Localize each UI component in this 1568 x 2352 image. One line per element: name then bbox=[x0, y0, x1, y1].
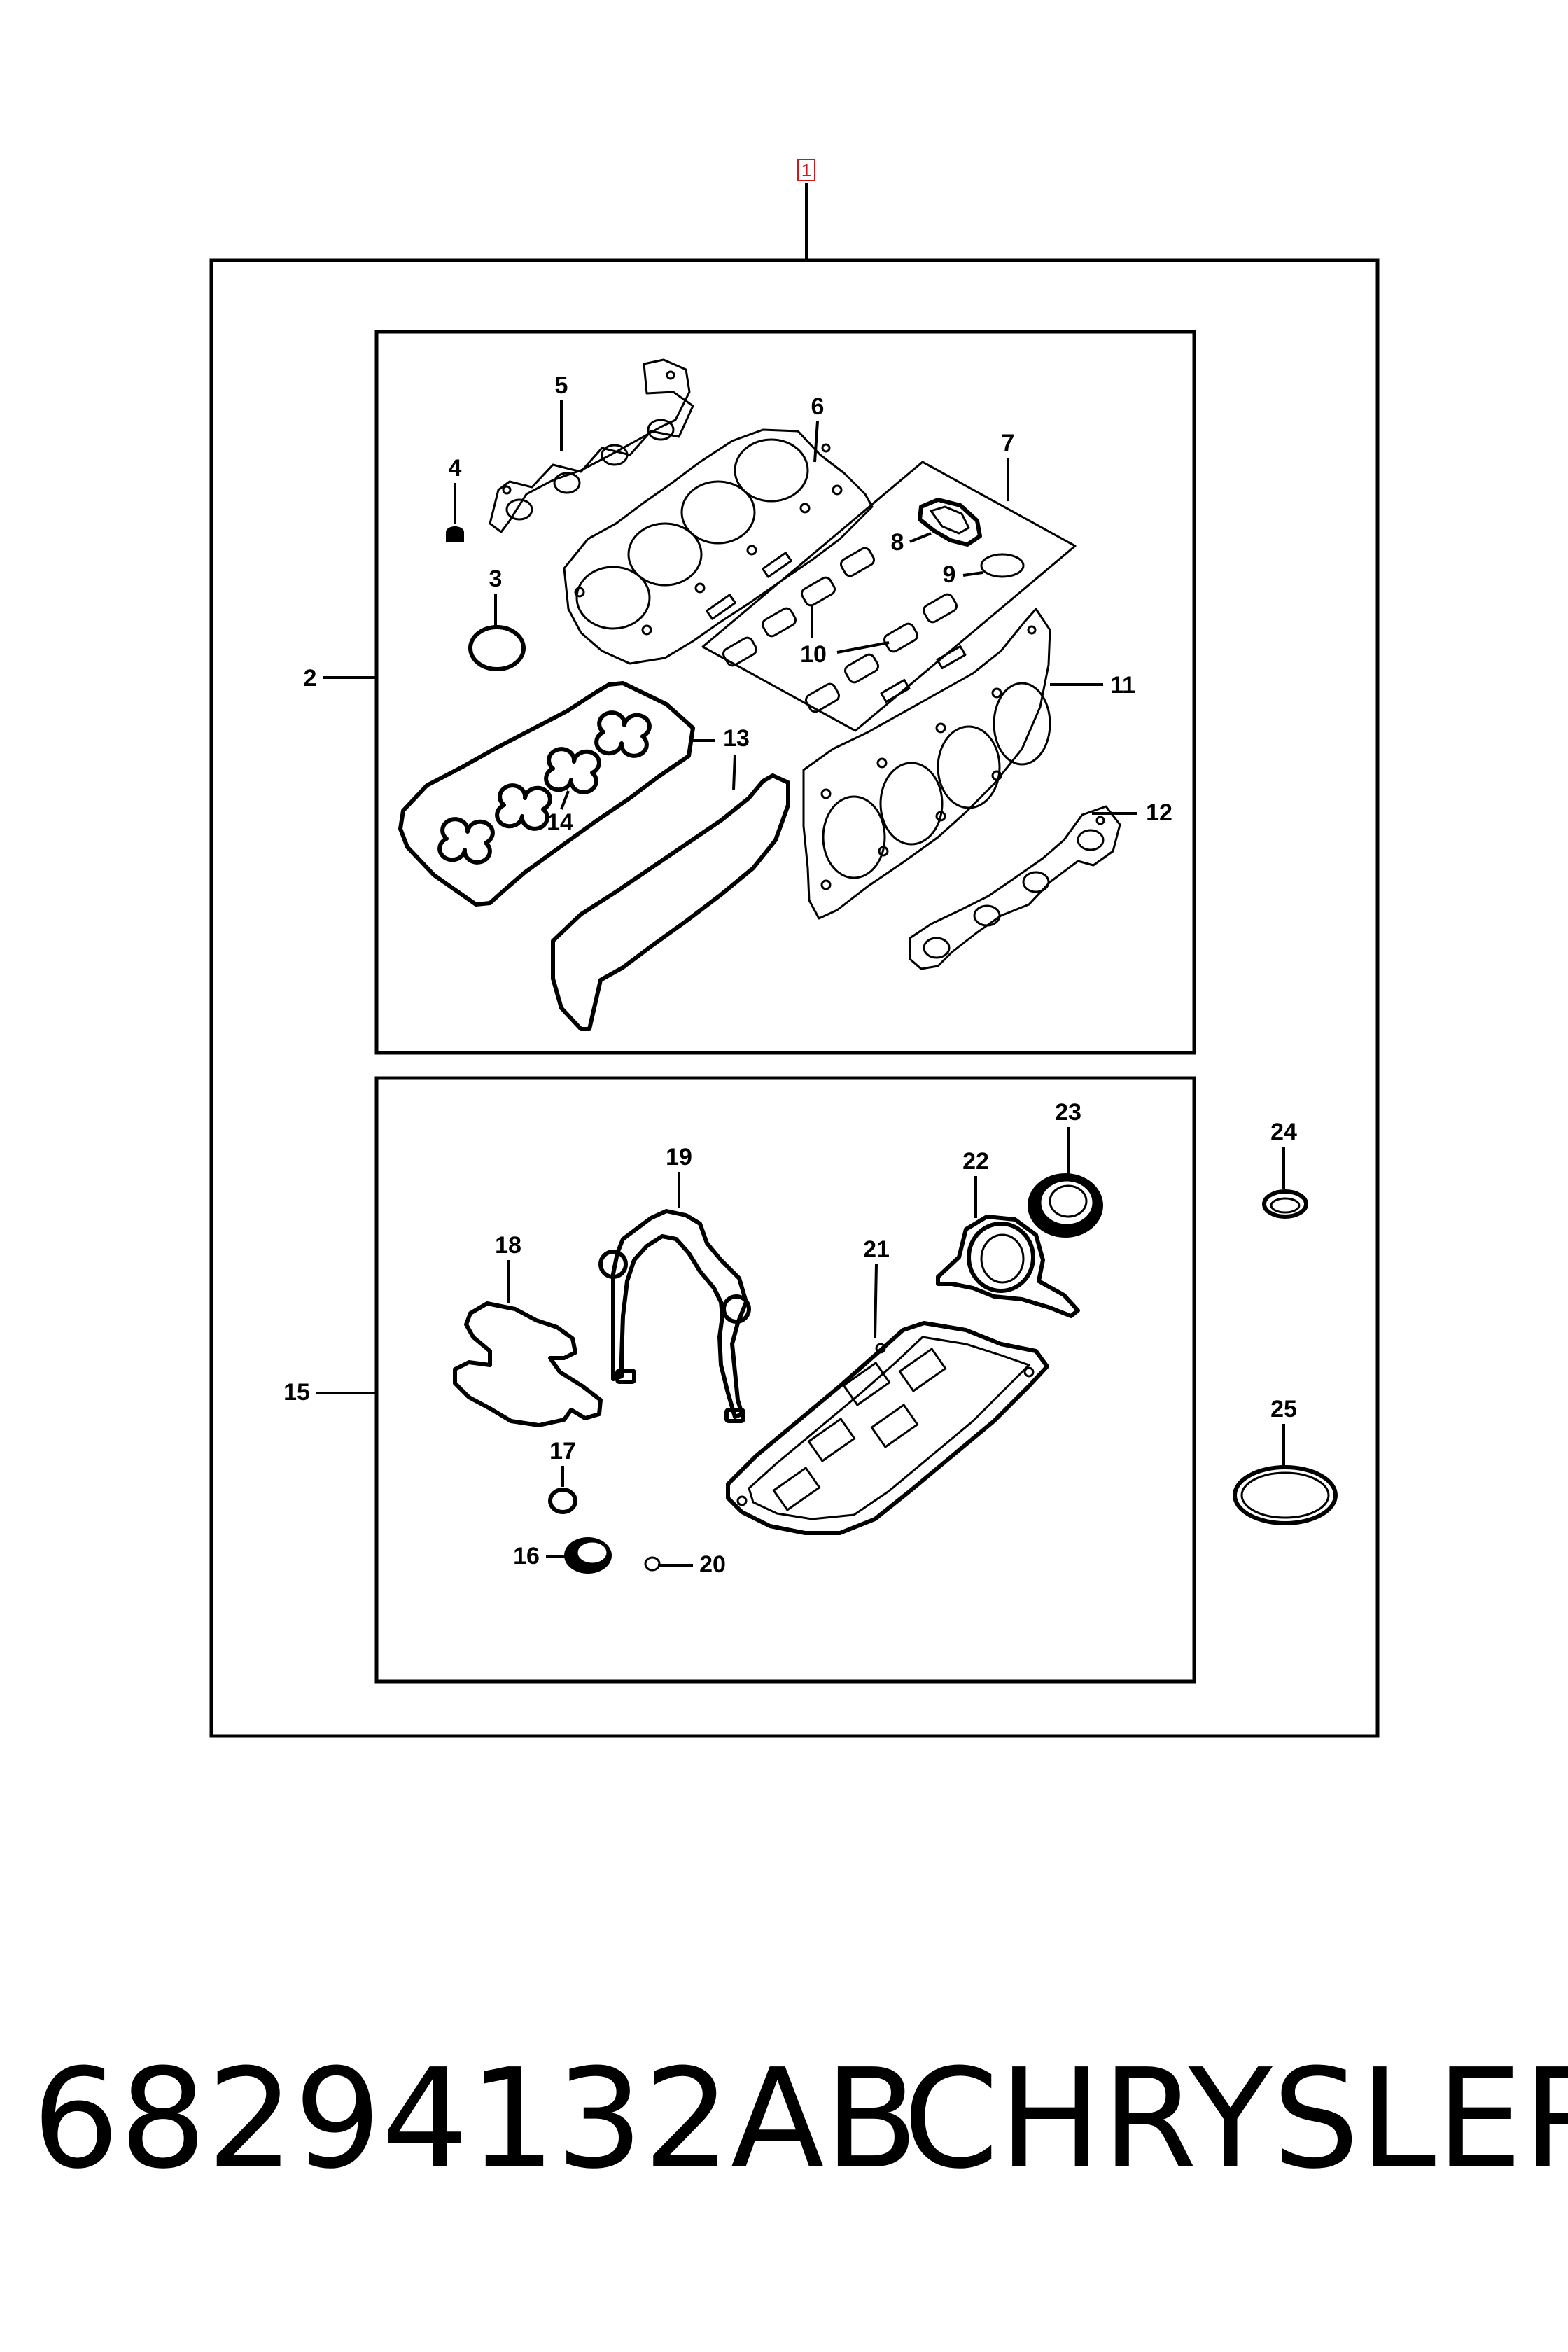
callout-9: 9 bbox=[943, 561, 956, 588]
callout-5: 5 bbox=[555, 372, 568, 399]
valve-cover-gasket-left-part-13 bbox=[398, 681, 695, 906]
part-number-label: 68294132AB bbox=[32, 2040, 919, 2199]
callout-20: 20 bbox=[699, 1551, 726, 1578]
callout-11: 11 bbox=[1110, 672, 1135, 699]
callout-4: 4 bbox=[449, 455, 462, 482]
callout-13: 13 bbox=[723, 725, 750, 752]
callout-21: 21 bbox=[863, 1236, 890, 1263]
leader-13b bbox=[732, 754, 736, 790]
leader-6 bbox=[813, 421, 819, 463]
seal-ring-part-24 bbox=[1262, 1189, 1308, 1219]
intake-gasket-sheet-part-7 bbox=[701, 461, 1077, 732]
water-pump-gasket-part-18 bbox=[453, 1301, 603, 1427]
kit-outer-frame bbox=[209, 258, 1380, 1738]
rear-crankshaft-seal-part-23 bbox=[1028, 1173, 1103, 1238]
intake-port-gaskets-part-10 bbox=[722, 547, 958, 713]
leader-21 bbox=[874, 1264, 878, 1339]
callout-7: 7 bbox=[1002, 430, 1015, 456]
o-ring-part-17 bbox=[548, 1488, 578, 1514]
spark-plug-tube-seals-part-14 bbox=[438, 710, 652, 864]
lower-gasket-set-frame bbox=[374, 1076, 1196, 1684]
rear-seal-retainer-part-22 bbox=[936, 1214, 1080, 1318]
leader-10b bbox=[836, 641, 890, 654]
leader-9 bbox=[962, 571, 983, 577]
seal-ring-part-25 bbox=[1233, 1465, 1338, 1525]
callout-17: 17 bbox=[550, 1438, 576, 1464]
callout-22: 22 bbox=[962, 1148, 989, 1175]
cylinder-head-gasket-part-11 bbox=[802, 608, 1051, 920]
leader-14 bbox=[560, 790, 570, 810]
callout-14: 14 bbox=[547, 809, 573, 836]
upper-gasket-set-frame bbox=[374, 330, 1196, 1055]
callout-10: 10 bbox=[800, 641, 827, 668]
callout-18: 18 bbox=[495, 1232, 522, 1259]
callout-24: 24 bbox=[1270, 1119, 1297, 1145]
callout-16: 16 bbox=[513, 1543, 540, 1569]
callout-3: 3 bbox=[489, 566, 503, 592]
callout-23: 23 bbox=[1055, 1099, 1082, 1126]
callout-6: 6 bbox=[811, 393, 825, 420]
o-ring-part-20 bbox=[644, 1556, 661, 1572]
crankshaft-front-seal-part-16 bbox=[564, 1537, 612, 1574]
cylinder-head-gasket-part-6 bbox=[563, 428, 874, 665]
o-ring-part-3 bbox=[468, 625, 526, 671]
leader-8 bbox=[909, 532, 932, 543]
oil-pan-gasket-part-21 bbox=[726, 1321, 1049, 1535]
throttle-body-gasket-part-8 bbox=[918, 498, 982, 547]
callout-25: 25 bbox=[1270, 1396, 1297, 1422]
front-cover-gasket-part-19 bbox=[598, 1209, 751, 1423]
exhaust-manifold-gasket-part-5 bbox=[489, 358, 694, 533]
callout-15: 15 bbox=[284, 1379, 310, 1406]
callout-12: 12 bbox=[1146, 799, 1172, 826]
valve-cover-gasket-right-part-13 bbox=[551, 774, 790, 1031]
assembly-reference-label[interactable]: 1 bbox=[802, 160, 811, 181]
brand-label: CHRYSLER bbox=[903, 2040, 1568, 2199]
callout-8: 8 bbox=[891, 529, 904, 556]
callout-2: 2 bbox=[304, 665, 317, 692]
assembly-reference-link[interactable]: 1 bbox=[797, 159, 816, 181]
callout-19: 19 bbox=[666, 1144, 692, 1170]
o-ring-part-9 bbox=[980, 553, 1025, 578]
plug-part-4 bbox=[446, 526, 464, 542]
exhaust-manifold-gasket-part-12 bbox=[909, 805, 1121, 970]
